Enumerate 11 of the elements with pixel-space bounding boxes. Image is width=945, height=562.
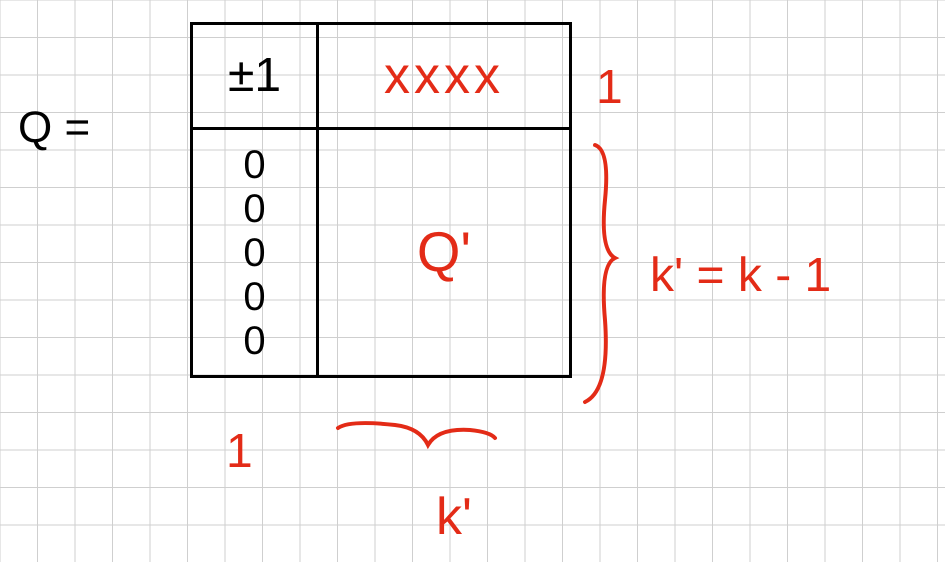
block-text: xxxx — [384, 46, 504, 107]
block-text: 0 0 0 0 0 — [242, 142, 267, 362]
matrix-block — [193, 25, 319, 130]
matrix-box — [190, 22, 572, 378]
math-label: Q = — [18, 102, 90, 154]
math-label: k' — [436, 487, 472, 548]
math-label: k' = k - 1 — [650, 248, 832, 304]
math-label: 1 — [596, 60, 623, 116]
math-label: 1 — [226, 424, 253, 480]
block-text: ±1 — [228, 48, 282, 104]
block-text: Q' — [416, 219, 472, 285]
